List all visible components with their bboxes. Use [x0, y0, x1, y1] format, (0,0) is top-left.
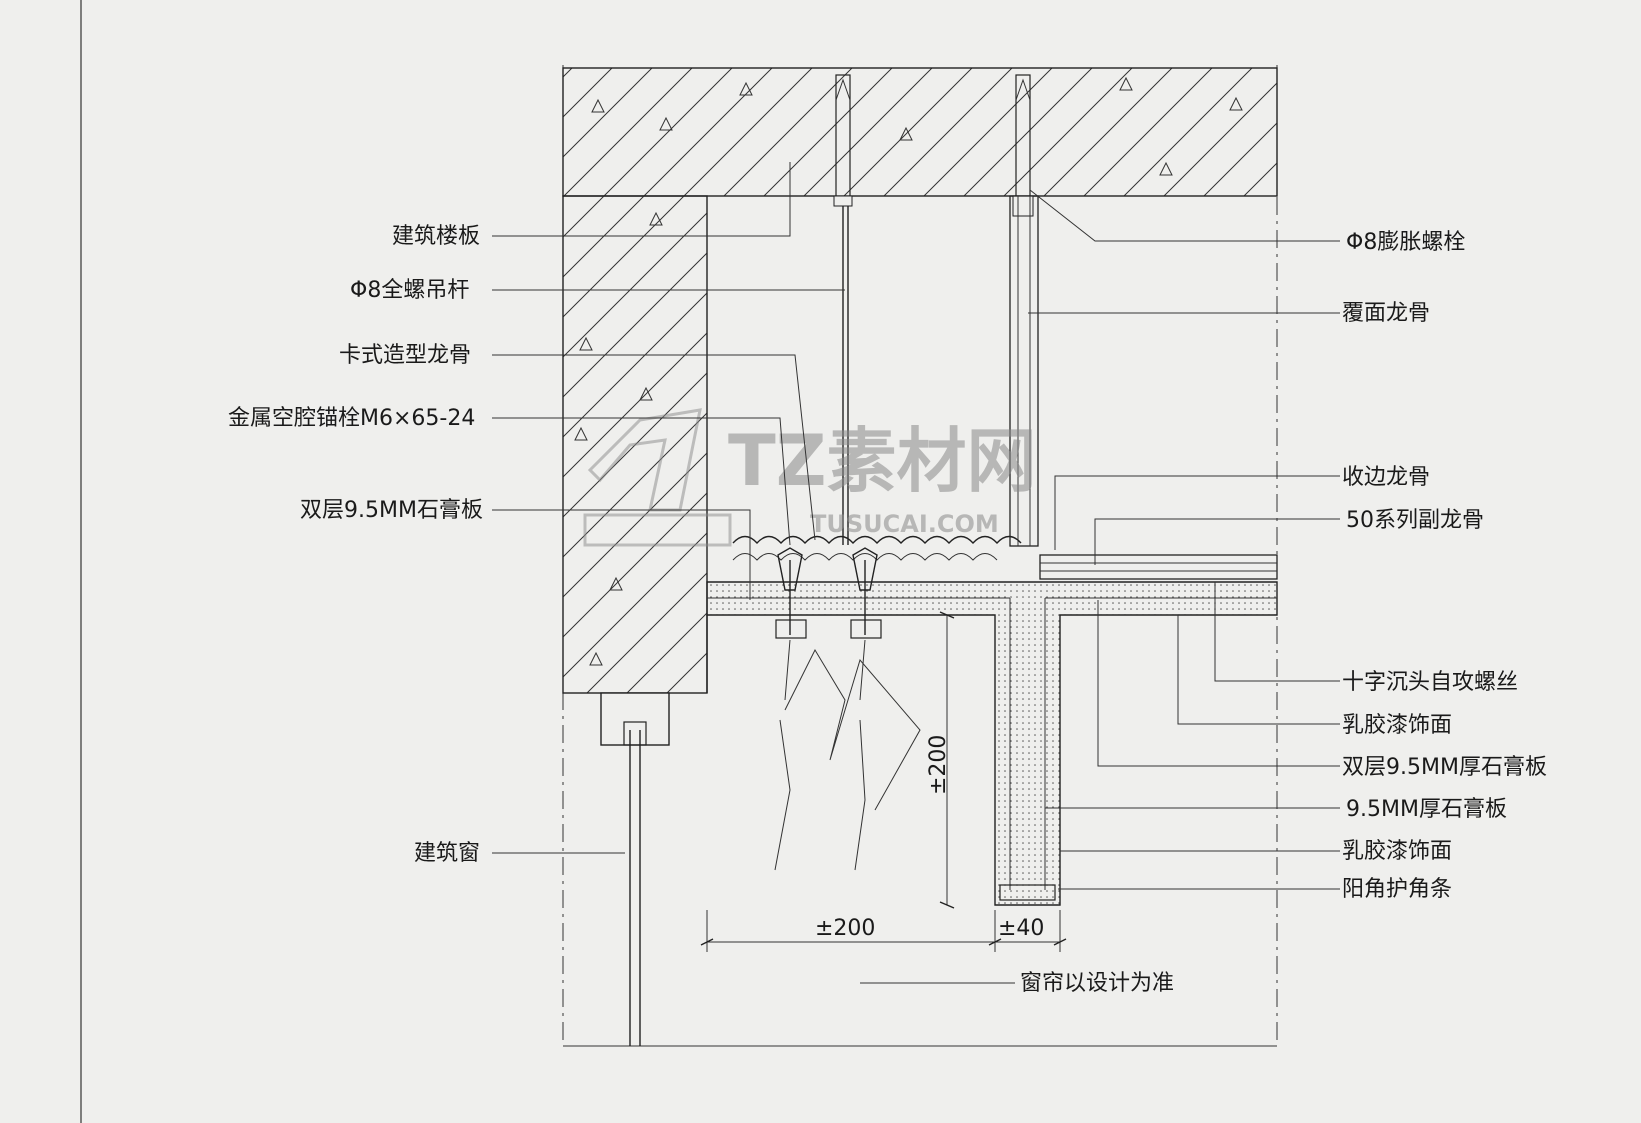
label-screw: 十字沉头自攻螺丝	[1342, 670, 1518, 695]
leaders-right	[860, 189, 1340, 984]
dim-horizontal-40: ±40	[998, 916, 1044, 941]
label-edge-keel: 收边龙骨	[1342, 465, 1430, 490]
building-window	[600, 692, 670, 1046]
watermark: TZ素材网 TUSUCAI.COM	[583, 408, 1037, 547]
watermark-main: TZ素材网	[728, 420, 1037, 502]
label-double-gypsum-thick: 双层9.5MM厚石膏板	[1342, 755, 1547, 780]
label-floor-slab: 建筑楼板	[392, 224, 480, 249]
dimension-lines	[700, 611, 1067, 952]
hanger-rod-right	[1009, 74, 1039, 547]
floor-slab	[562, 67, 1278, 197]
curtain-sketch	[774, 639, 921, 871]
anchor-bolts	[775, 547, 882, 639]
label-window: 建筑窗	[414, 841, 480, 866]
dim-vertical-200: ±200	[926, 735, 951, 795]
label-sub-keel: 50系列副龙骨	[1346, 508, 1484, 533]
label-hanger-rod: Φ8全螺吊杆	[350, 278, 469, 303]
label-cover-keel: 覆面龙骨	[1342, 301, 1430, 326]
label-latex-paint-1: 乳胶漆饰面	[1342, 713, 1452, 738]
label-expansion-bolt: Φ8膨胀螺栓	[1346, 230, 1465, 255]
frame-centerlines	[562, 65, 1278, 1047]
watermark-sub: TUSUCAI.COM	[810, 510, 999, 538]
dim-horizontal-200: ±200	[815, 916, 875, 941]
label-clip-keel: 卡式造型龙骨	[339, 343, 471, 368]
leaders-left	[492, 162, 845, 854]
gypsum-board-section	[706, 581, 1278, 906]
label-anchor-bolt: 金属空腔锚栓M6×65-24	[228, 406, 475, 431]
label-double-gypsum: 双层9.5MM石膏板	[300, 498, 483, 523]
label-corner-guard: 阳角护角条	[1342, 877, 1452, 902]
sub-keel	[1039, 554, 1278, 580]
hanger-rod-left	[833, 74, 853, 545]
label-latex-paint-2: 乳胶漆饰面	[1342, 839, 1452, 864]
note-curtain: 窗帘以设计为准	[1020, 971, 1174, 996]
label-gypsum-single: 9.5MM厚石膏板	[1346, 797, 1507, 822]
